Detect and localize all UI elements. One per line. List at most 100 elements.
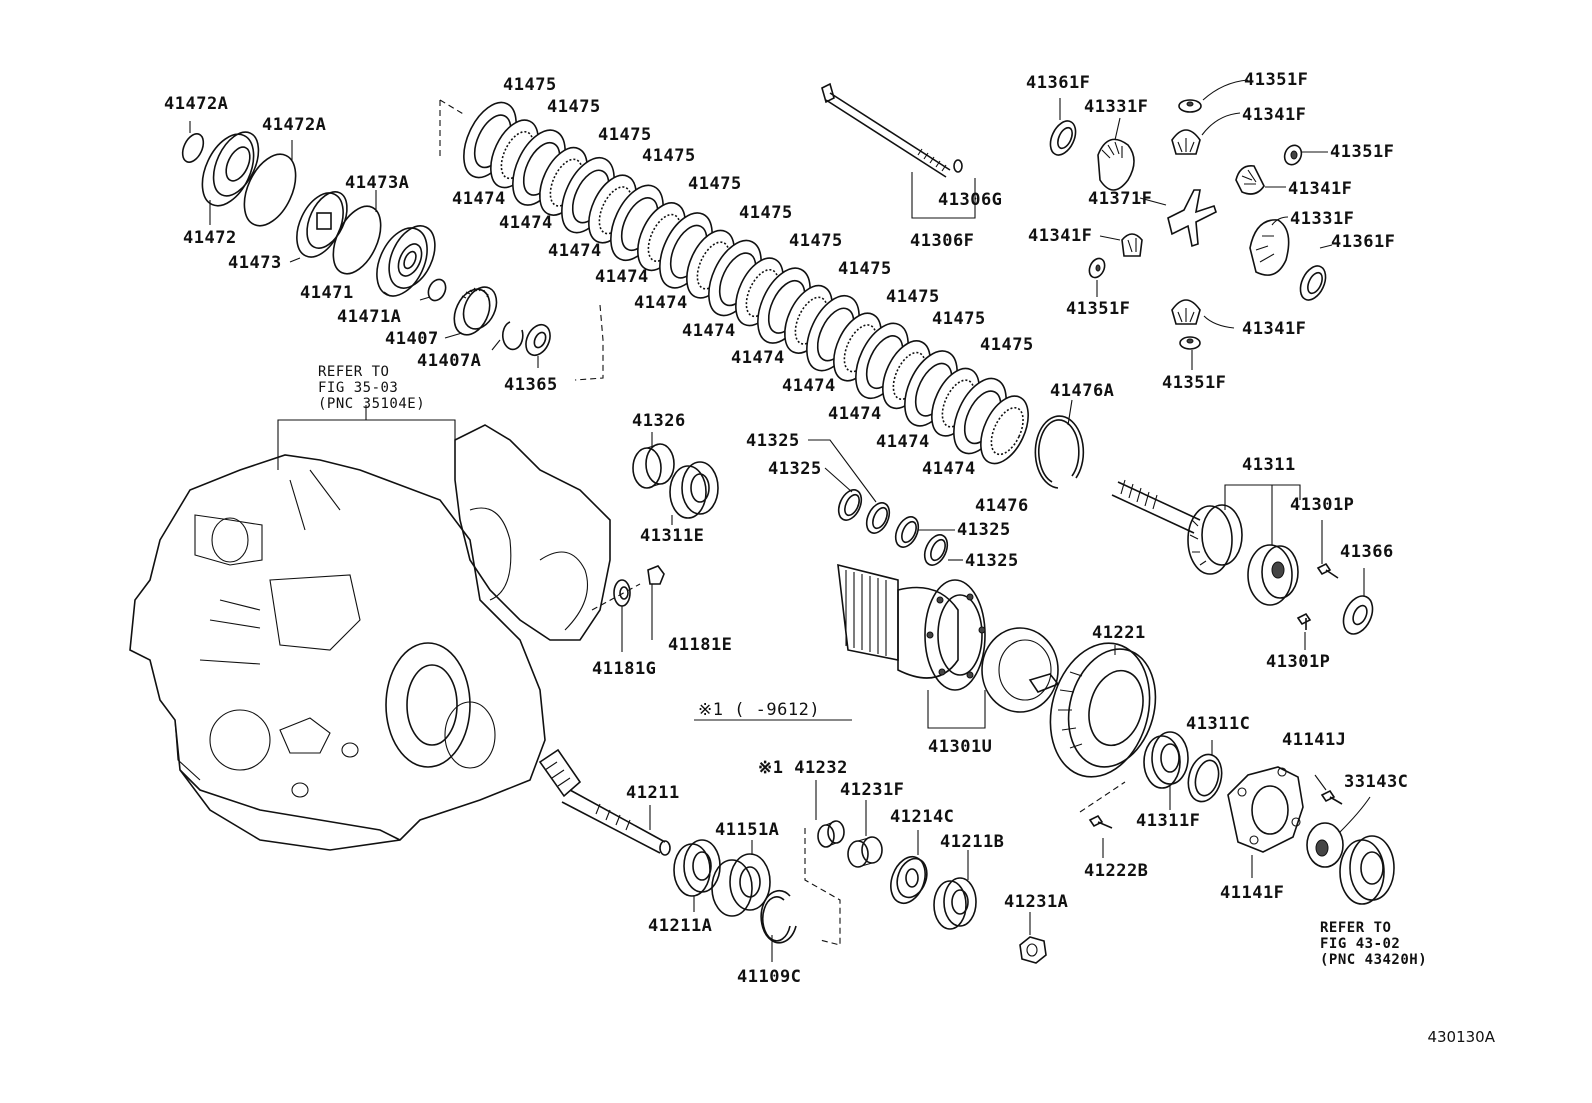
part-41351F-washer-d [1179, 336, 1201, 370]
callout-41306G: 41306G [938, 190, 1003, 210]
callout-41311E: 41311E [640, 526, 705, 546]
part-41351F-washer-c [1088, 257, 1106, 297]
callout-41311F: 41311F [1136, 811, 1201, 831]
callout-41361F: 41361F [1331, 232, 1396, 252]
refer-line: REFER TO [1320, 920, 1392, 936]
part-41141J-bolt [1314, 774, 1343, 805]
part-41311F-bearing [1143, 731, 1189, 810]
callout-41325: 41325 [746, 431, 800, 451]
part-41341F-pinion-d [1171, 299, 1235, 329]
callout-41371F: 41371F [1088, 189, 1153, 209]
callout-41141F: 41141F [1220, 883, 1285, 903]
callout-41301P: 41301P [1290, 495, 1355, 515]
callout-41331F: 41331F [1084, 97, 1149, 117]
callout-41181E: 41181E [668, 635, 733, 655]
callout-41474: 41474 [682, 321, 736, 341]
callout-41476: 41476 [975, 496, 1029, 516]
callout-41366: 41366 [1340, 542, 1394, 562]
differential-parts [1049, 79, 1333, 370]
clutch-plate-stack [463, 101, 1029, 465]
part-41301U-case [837, 563, 1060, 729]
callout-41151A: 41151A [715, 820, 780, 840]
refer-note-35-03: REFER TO FIG 35-03 (PNC 35104E) [318, 364, 425, 412]
callout-41472A: 41472A [262, 115, 327, 135]
callout-41331F: 41331F [1290, 209, 1355, 229]
callout-41351F: 41351F [1162, 373, 1227, 393]
part-41181G-washer [613, 579, 631, 652]
note-9612: ※1 ( -9612) [698, 700, 821, 720]
part-output-bearing [1339, 835, 1395, 905]
callout-41474: 41474 [876, 432, 930, 452]
part-41472A-oring-large [243, 140, 297, 227]
part-41214C-washer [890, 830, 928, 905]
callout-41472A: 41472A [164, 94, 229, 114]
callout-41301P: 41301P [1266, 652, 1331, 672]
part-41211-pinion-shaft [538, 748, 671, 856]
callout-41475: 41475 [886, 287, 940, 307]
part-41232-collar [817, 820, 845, 848]
refer-line: FIG 43-02 [1320, 936, 1401, 952]
callout-41407: 41407 [385, 329, 439, 349]
part-41341F-pinion-c [1099, 233, 1143, 257]
callout-41211: 41211 [626, 783, 680, 803]
part-41361F-washer-b [1299, 244, 1333, 301]
callout-41475: 41475 [838, 259, 892, 279]
callout-41474: 41474 [731, 348, 785, 368]
part-41476A-snap-ring [1034, 399, 1085, 489]
part-41473-drum [289, 191, 348, 263]
callout-41301U: 41301U [928, 737, 993, 757]
callout-41475: 41475 [739, 203, 793, 223]
callout-41365: 41365 [504, 375, 558, 395]
part-41366-washer [1342, 568, 1374, 635]
part-41473A-oring [332, 190, 382, 275]
refer-note-43-02: REFER TO FIG 43-02 (PNC 43420H) [1320, 920, 1427, 968]
callout-41476A: 41476A [1050, 381, 1115, 401]
part-33143C-seal [1306, 796, 1371, 868]
callout-41474: 41474 [548, 241, 602, 261]
dashed-bracket-41232 [804, 780, 841, 946]
part-41222B-bolt [1088, 814, 1113, 858]
callout-41109C: 41109C [737, 967, 802, 987]
part-41301P-bolts [1296, 520, 1339, 650]
part-41407-gear [444, 286, 498, 339]
callout-41475: 41475 [932, 309, 986, 329]
refer-line: (PNC 43420H) [1320, 952, 1428, 968]
callout-41473: 41473 [228, 253, 282, 273]
callout-41475: 41475 [598, 125, 652, 145]
part-41181E-plug [591, 565, 665, 640]
part-41109C-snap-ring [760, 889, 797, 962]
part-41325-washers [808, 439, 963, 566]
part-41472A-ring-small [181, 121, 205, 163]
callout-41141J: 41141J [1282, 730, 1347, 750]
callout-41475: 41475 [547, 97, 601, 117]
part-41221-ring-gear [1049, 642, 1157, 813]
part-41407A-snap-ring [491, 321, 524, 351]
callout-41351F: 41351F [1330, 142, 1395, 162]
callout-41474: 41474 [782, 376, 836, 396]
callout-41341F: 41341F [1242, 319, 1307, 339]
callout-41471A: 41471A [337, 307, 402, 327]
callout-41211A: 41211A [648, 916, 713, 936]
callout-41474: 41474 [595, 267, 649, 287]
callout-41214C: 41214C [890, 807, 955, 827]
callout-41474: 41474 [828, 404, 882, 424]
part-41471A-ring [419, 278, 447, 302]
callout-41341F: 41341F [1028, 226, 1093, 246]
part-41151A-bearing [711, 840, 771, 917]
callout-41306F: 41306F [910, 231, 975, 251]
callout-41326: 41326 [632, 411, 686, 431]
callout-41311C: 41311C [1186, 714, 1251, 734]
part-41365-washer [525, 323, 551, 368]
callout-41341F: 41341F [1288, 179, 1353, 199]
callout-41311: 41311 [1242, 455, 1296, 475]
callout-41351F: 41351F [1066, 299, 1131, 319]
part-41371F-pinion-shaft [1139, 189, 1217, 248]
callout-41211B: 41211B [940, 832, 1005, 852]
part-41341F-pinion-a [1171, 112, 1241, 155]
callout-41474: 41474 [499, 213, 553, 233]
callout-41222B: 41222B [1084, 861, 1149, 881]
callout-41325: 41325 [957, 520, 1011, 540]
callout-41475: 41475 [980, 335, 1034, 355]
refer-line: FIG 35-03 [318, 380, 399, 396]
